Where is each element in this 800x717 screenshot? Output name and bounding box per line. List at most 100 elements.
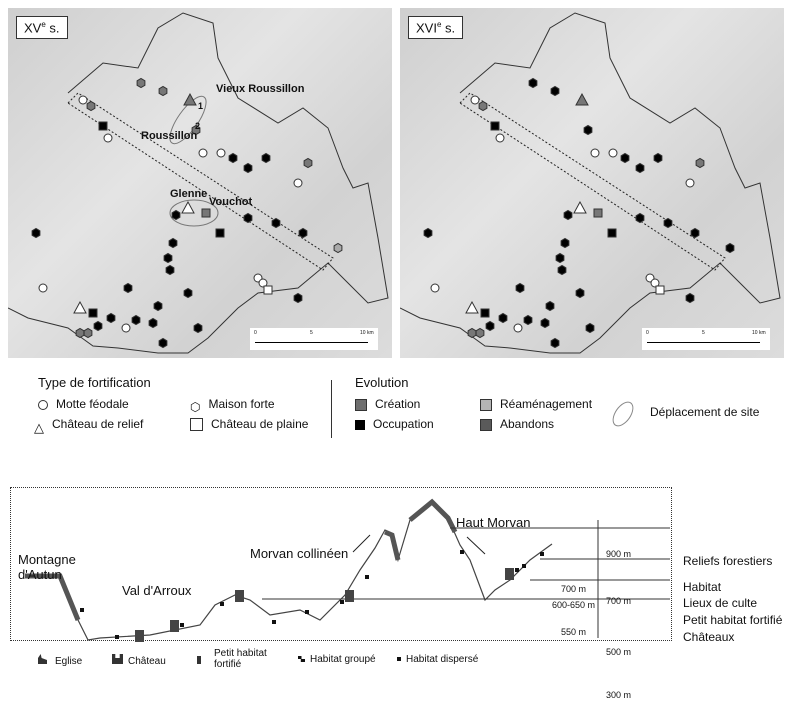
site-maison-forte [654,154,662,163]
habitat-marker [340,600,344,604]
title-text: XV [24,20,41,35]
level-700: 700 m [561,584,586,594]
site-maison-forte [154,302,162,311]
building-marker [135,630,144,642]
habitat-marker [460,550,464,554]
site-maison-forte [486,322,494,331]
site-maison-forte [584,126,592,135]
site-maison-forte [499,314,507,323]
site-chateau-plaine [202,209,210,217]
panel-title: XVIe s. [408,16,463,39]
building-marker [170,620,179,632]
dispersed-habitat-icon [397,657,401,661]
swatch-icon [355,399,367,411]
site-maison-forte [664,219,672,228]
site-maison-forte [696,159,704,168]
site-maison-forte [169,239,177,248]
site-maison-forte [32,229,40,238]
habitat-marker [540,552,544,556]
site-chateau-plaine [264,286,272,294]
site-chateau-relief [574,202,586,213]
level-550: 550 m [561,627,586,637]
site-motte [514,324,522,332]
legend-label: Motte féodale [56,397,129,411]
site-motte [122,324,130,332]
site-chateau-plaine [594,209,602,217]
zone-culte: Lieux de culte [683,596,757,610]
site-chateau-relief [576,94,588,105]
legend-label: Occupation [373,417,434,431]
site-maison-forte [691,229,699,238]
site-maison-forte [124,284,132,293]
swatch-icon [480,419,492,431]
legend-habitat-disperse: Habitat dispersé [397,654,478,665]
label-2: 2 [195,121,200,131]
site-maison-forte [551,87,559,96]
site-motte [431,284,439,292]
habitat-marker [515,568,519,572]
scale-tick: 0 [646,330,649,336]
map-xv-svg [8,8,392,358]
site-maison-forte [132,316,140,325]
tower-icon [197,656,201,664]
site-maison-forte [636,214,644,223]
legend-label: Habitat groupé [310,654,376,665]
legend-habitat-groupe: Habitat groupé [298,654,376,665]
legend-abandons: Abandons [480,417,554,431]
alt-500: 500 m [606,647,631,657]
level-600-650: 600-650 m [552,600,595,610]
commune-boundary [400,13,780,353]
habitat-marker [80,608,84,612]
legend-relief: △Château de relief [34,417,143,431]
site-maison-forte [686,294,694,303]
title-suffix: s. [441,20,455,35]
site-maison-forte [262,154,270,163]
site-maison-forte [244,164,252,173]
site-motte [686,179,694,187]
legend-label: Maison forte [208,397,274,411]
scale-tick: 0 [254,330,257,336]
circle-icon [38,400,48,410]
title-text: XVI [416,20,437,35]
region-haut-morvan: Haut Morvan [456,515,530,530]
site-chateau-plaine [216,229,224,237]
title-suffix: s. [46,20,60,35]
site-maison-forte [76,329,84,338]
swatch-icon [480,399,492,411]
region-line: d'Autun [18,567,76,582]
site-maison-forte [334,244,342,253]
region-morvan-collineen: Morvan collinéen [250,546,348,561]
site-maison-forte [184,289,192,298]
site-chateau-relief [182,202,194,213]
site-motte [496,134,504,142]
site-chateau-plaine [656,286,664,294]
label-roussillon: Roussillon [141,130,197,142]
habitat-marker [365,575,369,579]
zone-habitat: Habitat [683,580,721,594]
site-maison-forte [424,229,432,238]
site-maison-forte [164,254,172,263]
legend-petit-habitat: Petit habitatfortifié [197,648,267,670]
castle-icon [112,654,123,664]
grouped-habitat-icon [298,656,305,662]
legend-evolution-title: Evolution [355,375,408,390]
zone-petit-habitat: Petit habitat fortifié [683,613,782,627]
ellipse-icon [608,398,637,430]
legend-label: Petit habitat [214,648,267,659]
site-maison-forte [586,324,594,333]
legend-plaine: Château de plaine [190,417,308,431]
swatch-icon [355,420,365,430]
legend-occupation: Occupation [355,417,434,431]
site-maison-forte [159,87,167,96]
habitat-marker [522,564,526,568]
region-line: Montagne [18,552,76,567]
map-panel-xvi: XVIe s. 0 5 10 km [400,8,784,358]
label-glenne: Glenne [170,188,207,200]
site-motte [609,149,617,157]
site-maison-forte [87,102,95,111]
legend-label: Abandons [500,417,554,431]
scale-bar: 0 5 10 km [642,328,770,350]
forest-relief [25,576,78,620]
legend-label: Château de plaine [211,417,308,431]
site-maison-forte [479,102,487,111]
